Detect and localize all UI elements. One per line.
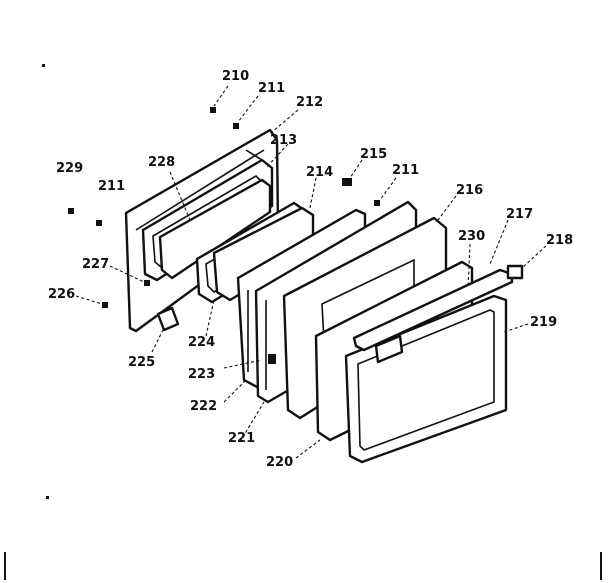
- edge-mark: [600, 552, 602, 580]
- label-228: 228: [148, 155, 175, 170]
- screw-226: [102, 302, 108, 308]
- label-230: 230: [458, 229, 485, 244]
- label-221: 221: [228, 431, 255, 446]
- label-218: 218: [546, 233, 573, 248]
- screw-211-a: [233, 123, 239, 129]
- screw-211-c: [96, 220, 102, 226]
- label-224: 224: [188, 335, 215, 350]
- outer-door-frame-219: [344, 294, 508, 464]
- label-220: 220: [266, 455, 293, 470]
- label-229: 229: [56, 161, 83, 176]
- label-211-c: 211: [98, 179, 125, 194]
- hinge-bracket-225: [156, 306, 180, 332]
- speck: [42, 64, 45, 67]
- clip-227: [144, 280, 150, 286]
- label-225: 225: [128, 355, 155, 370]
- screw-229: [68, 208, 74, 214]
- label-211-b: 211: [392, 163, 419, 178]
- label-219: 219: [530, 315, 557, 330]
- screw-210: [210, 107, 216, 113]
- label-214: 214: [306, 165, 333, 180]
- label-216: 216: [456, 183, 483, 198]
- label-210: 210: [222, 69, 249, 84]
- label-223: 223: [188, 367, 215, 382]
- edge-mark: [4, 552, 6, 580]
- handle-endcap-218: [506, 264, 524, 280]
- insulation-228: [158, 178, 272, 280]
- label-227: 227: [82, 257, 109, 272]
- screw-215: [342, 178, 352, 186]
- speck: [46, 496, 49, 499]
- leader-lines: [75, 85, 547, 459]
- screw-211-b: [374, 200, 380, 206]
- label-217: 217: [506, 207, 533, 222]
- label-211: 211: [258, 81, 285, 96]
- handle-217: [352, 268, 514, 364]
- label-226: 226: [48, 287, 75, 302]
- label-222: 222: [190, 399, 217, 414]
- label-215: 215: [360, 147, 387, 162]
- label-212: 212: [296, 95, 323, 110]
- label-213: 213: [270, 133, 297, 148]
